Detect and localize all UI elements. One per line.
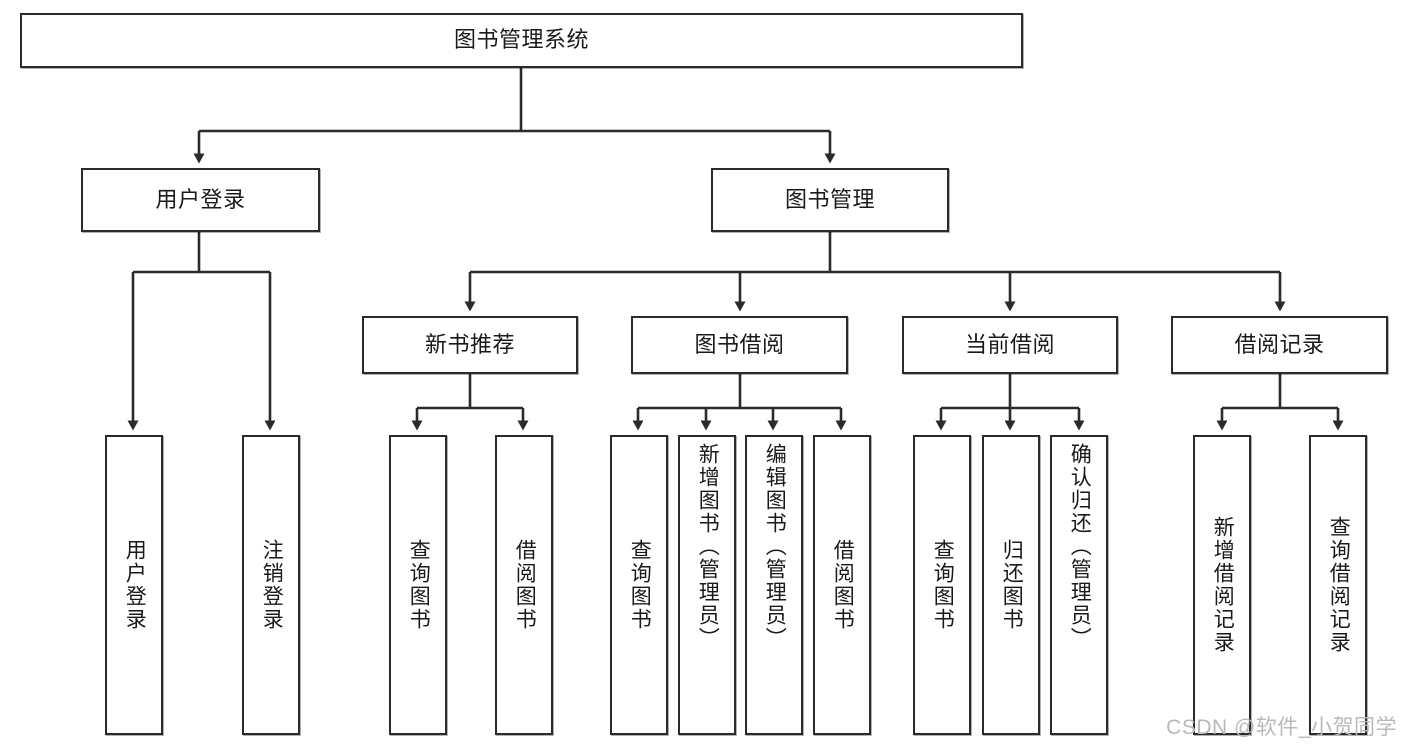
node-leaf-return-book[interactable]: 归还图书 (982, 435, 1040, 735)
node-label: 查询借阅记录 (1327, 516, 1351, 654)
node-label: 图书借阅 (694, 331, 785, 357)
node-book-borrow[interactable]: 图书借阅 (631, 316, 848, 374)
node-leaf-logout[interactable]: 注销登录 (242, 435, 300, 735)
node-leaf-borrow-book-recommend[interactable]: 借阅图书 (495, 435, 553, 735)
node-label: 图书管理系统 (453, 27, 589, 53)
node-book-management-system[interactable]: 图书管理系统 (20, 13, 1023, 68)
node-label: 用户登录 (155, 186, 246, 212)
node-current-borrow[interactable]: 当前借阅 (902, 316, 1118, 374)
node-label: 借阅图书 (831, 539, 855, 631)
node-label: 归还图书 (1000, 539, 1024, 631)
node-leaf-user-login[interactable]: 用户登录 (105, 435, 163, 735)
node-leaf-query-book-recommend[interactable]: 查询图书 (389, 435, 447, 735)
node-leaf-query-borrow-record[interactable]: 查询借阅记录 (1309, 435, 1367, 735)
node-book-manage[interactable]: 图书管理 (711, 168, 949, 232)
node-label: 编辑图书（管理员） (763, 443, 787, 650)
node-leaf-query-book-current[interactable]: 查询图书 (913, 435, 971, 735)
node-leaf-confirm-return[interactable]: 确认归还（管理员） (1050, 435, 1108, 735)
node-label: 新增图书（管理员） (696, 443, 720, 650)
node-leaf-edit-book[interactable]: 编辑图书（管理员） (745, 435, 803, 735)
node-label: 用户登录 (123, 539, 147, 631)
node-borrow-record[interactable]: 借阅记录 (1171, 316, 1388, 374)
node-label: 借阅图书 (513, 539, 537, 631)
node-label: 图书管理 (784, 186, 875, 212)
node-label: 借阅记录 (1234, 331, 1325, 357)
node-label: 确认归还（管理员） (1068, 443, 1092, 650)
node-leaf-query-book-borrow[interactable]: 查询图书 (610, 435, 668, 735)
csdn-watermark: CSDN @软件_小贺同学 (1166, 716, 1397, 739)
node-label: 当前借阅 (964, 331, 1055, 357)
node-label: 查询图书 (628, 539, 652, 631)
node-leaf-add-book[interactable]: 新增图书（管理员） (678, 435, 736, 735)
node-label: 新增借阅记录 (1211, 516, 1235, 654)
node-user-login[interactable]: 用户登录 (81, 168, 320, 232)
node-label: 新书推荐 (424, 331, 515, 357)
node-label: 注销登录 (260, 539, 284, 631)
node-leaf-borrow-book[interactable]: 借阅图书 (813, 435, 871, 735)
node-label: 查询图书 (407, 539, 431, 631)
node-label: 查询图书 (931, 539, 955, 631)
node-leaf-add-borrow-record[interactable]: 新增借阅记录 (1193, 435, 1251, 735)
node-new-book-recommend[interactable]: 新书推荐 (362, 316, 578, 374)
